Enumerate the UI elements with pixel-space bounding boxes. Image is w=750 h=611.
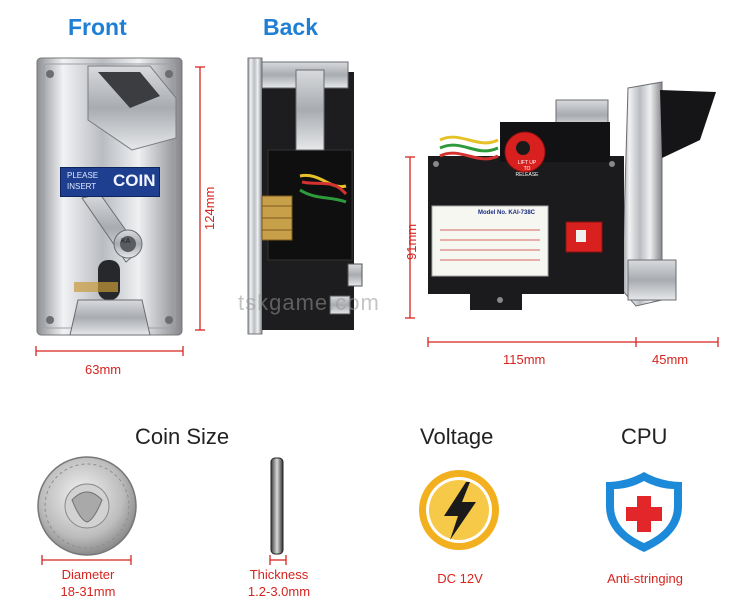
thickness-label: Thickness [249, 567, 309, 582]
diameter-label: Diameter [61, 567, 115, 582]
front-width-dimension: 63mm [85, 362, 122, 377]
sticker-please: PLEASE [67, 171, 99, 180]
front-view-label: Front [68, 14, 127, 40]
sticker-coin: COIN [113, 171, 156, 190]
side-depth-dimension: 115mm [503, 352, 546, 367]
coin-thickness-caption: Thickness 1.2-3.0mm [236, 566, 322, 600]
sticker-insert: INSERT [67, 182, 97, 191]
coin-size-title: Coin Size [135, 424, 230, 449]
side-extra-dimension: 45mm [652, 352, 689, 367]
lift-up-line1: LIFT UP [517, 160, 537, 166]
voltage-value: DC 12V [437, 571, 483, 586]
lift-up-sticker: LIFT UP TO RELEASE [512, 160, 542, 178]
cpu-value: Anti-stringing [607, 571, 683, 586]
lift-up-line2: TO [523, 166, 531, 172]
thickness-value: 1.2-3.0mm [247, 584, 311, 599]
diameter-value: 18-31mm [60, 584, 116, 599]
lift-up-line3: RELEASE [515, 172, 539, 178]
cpu-title: CPU [621, 424, 668, 449]
watermark-text: tskgame.com [238, 290, 380, 315]
voltage-title: Voltage [420, 424, 494, 449]
label-model-text: Model No. KAI-738C [478, 210, 536, 216]
lock-mark: KA [121, 238, 131, 245]
back-view-label: Back [263, 14, 318, 40]
please-insert-coin-sticker: PLEASE INSERT COIN [60, 167, 160, 197]
coin-diameter-caption: Diameter 18-31mm [46, 566, 130, 600]
